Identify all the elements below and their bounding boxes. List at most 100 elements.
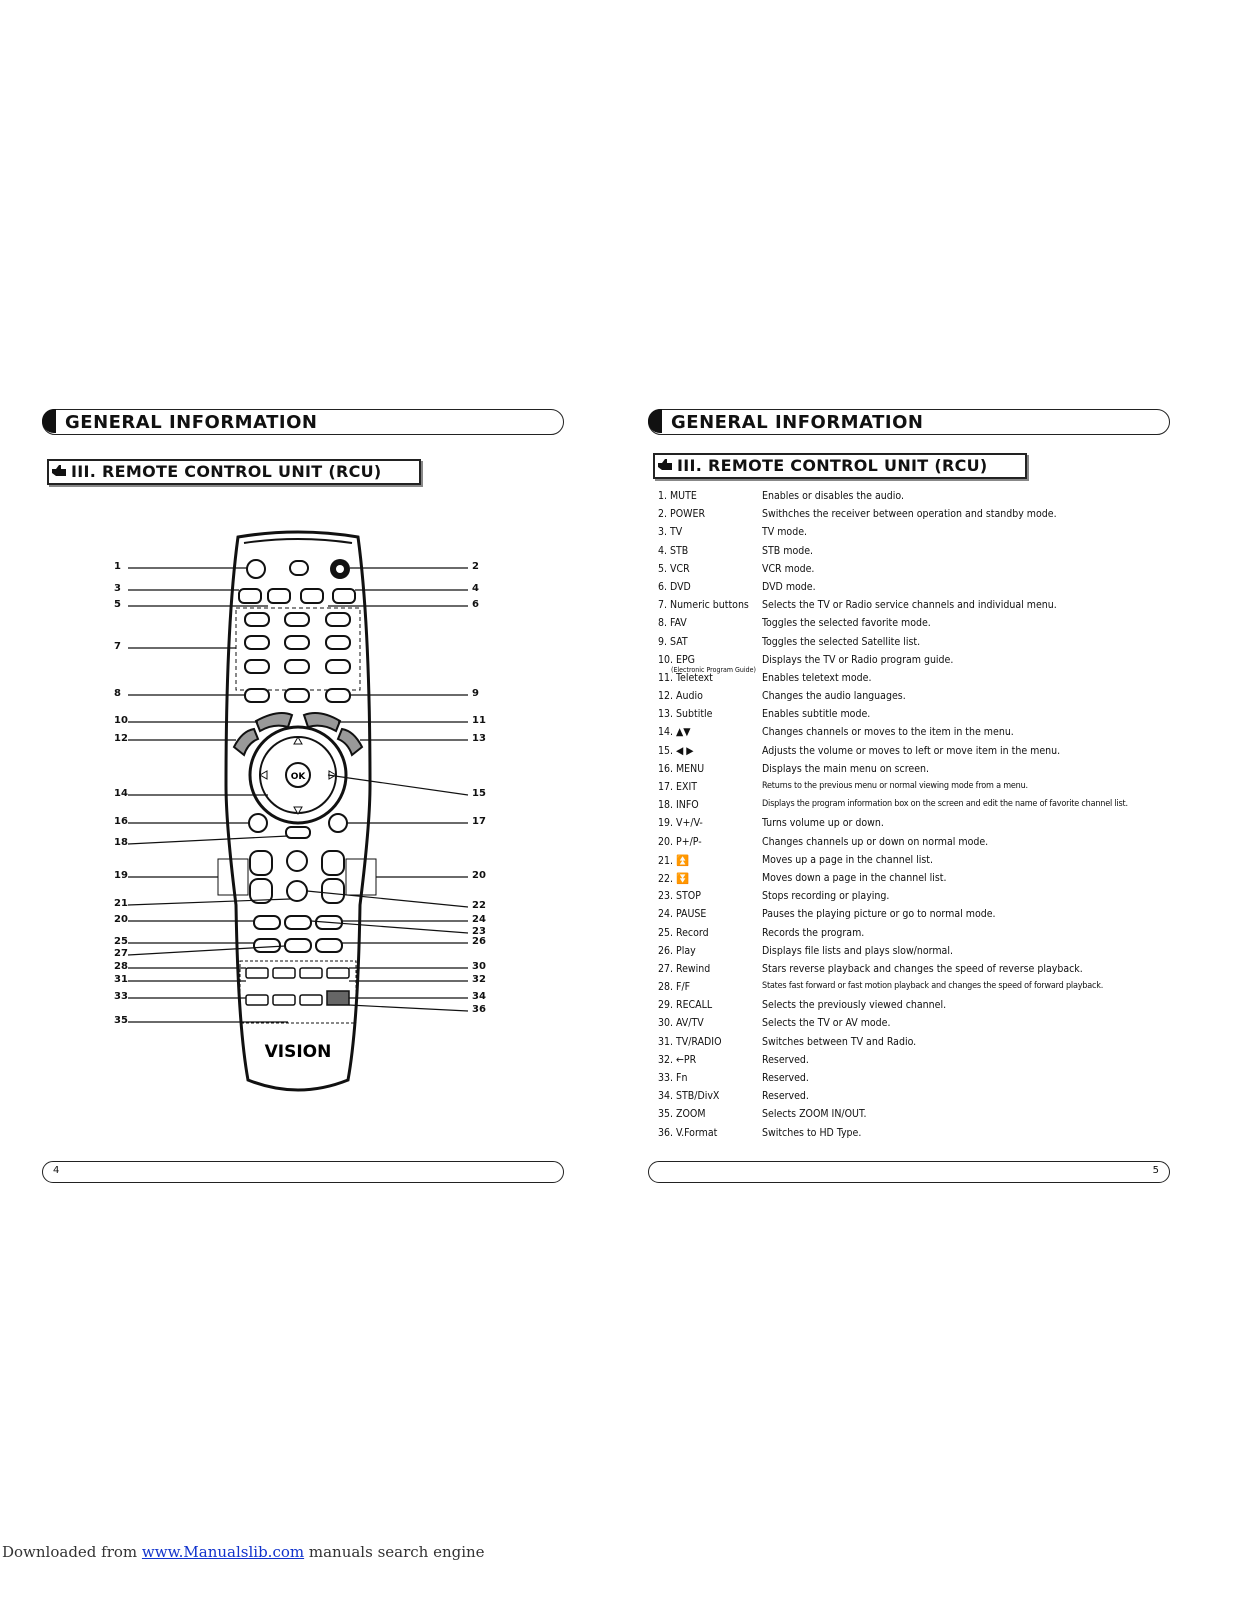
- function-list: 1. MUTE Enables or disables the audio. 2. …: [658, 490, 1178, 1145]
- callout-number: 21: [114, 898, 128, 909]
- function-description: Toggles the selected favorite mode.: [762, 617, 931, 630]
- function-key: 19. V+/V-: [658, 817, 703, 830]
- function-description: DVD mode.: [762, 580, 816, 593]
- function-description: Returns to the previous menu or normal v…: [762, 781, 1028, 791]
- hand-icon: [658, 459, 672, 470]
- function-key: 18. INFO: [658, 799, 699, 812]
- hand-icon: [52, 465, 66, 476]
- callout-number: 8: [114, 688, 121, 699]
- callout-number: 24: [472, 914, 486, 925]
- function-description: Selects the TV or Radio service channels…: [762, 599, 1057, 612]
- function-key: 14. ▲▼: [658, 726, 691, 739]
- function-key: 20. P+/P-: [658, 835, 702, 848]
- function-key: 10. EPG(Electronic Program Guide): [658, 653, 756, 674]
- function-description: Enables or disables the audio.: [762, 490, 904, 502]
- callout-number: 32: [472, 974, 486, 985]
- function-description: Selects ZOOM IN/OUT.: [762, 1108, 867, 1121]
- callout-number: 9: [472, 688, 479, 699]
- remote-brand-logo: VISION: [265, 1042, 332, 1062]
- function-key: 30. AV/TV: [658, 1017, 704, 1030]
- right-banner-title: GENERAL INFORMATION: [671, 412, 924, 433]
- svg-text:OK: OK: [291, 772, 307, 782]
- function-key: 31. TV/RADIO: [658, 1035, 722, 1048]
- function-key: 26. Play: [658, 944, 696, 957]
- callout-number: 6: [472, 599, 479, 610]
- callout-number: 12: [114, 733, 128, 744]
- function-row: 36. V.Format Switches to HD Type.: [658, 1127, 1178, 1145]
- callout-number: 31: [114, 974, 128, 985]
- remote-illustration: OK VISION: [127, 530, 469, 1092]
- download-footer: Downloaded from www.Manualslib.com manua…: [2, 1543, 485, 1561]
- function-row: 29. RECALL Selects the previously viewed …: [658, 999, 1178, 1017]
- callout-number: 15: [472, 788, 486, 799]
- function-description: Changes channels or moves to the item in…: [762, 726, 1014, 739]
- function-description: Displays the TV or Radio program guide.: [762, 653, 954, 666]
- function-description: Swithches the receiver between operation…: [762, 508, 1057, 521]
- callout-number: 33: [114, 991, 128, 1002]
- function-row: 10. EPG(Electronic Program Guide) Display…: [658, 653, 1178, 674]
- left-banner-title: GENERAL INFORMATION: [65, 412, 318, 433]
- callout-number: 23: [472, 926, 486, 937]
- callout-number: 11: [472, 715, 486, 726]
- callout-number: 19: [114, 870, 128, 881]
- callout-number: 25: [114, 936, 128, 947]
- callout-number: 2: [472, 561, 479, 572]
- function-description: Selects the previously viewed channel.: [762, 999, 947, 1012]
- function-key: 28. F/F: [658, 981, 691, 994]
- function-description: VCR mode.: [762, 562, 815, 575]
- left-section-title: III. REMOTE CONTROL UNIT (RCU): [71, 462, 382, 481]
- function-description: STB mode.: [762, 544, 814, 557]
- download-suffix: manuals search engine: [304, 1543, 485, 1561]
- banner-cap: [648, 409, 662, 433]
- function-description: Reserved.: [762, 1090, 809, 1103]
- callout-number: 4: [472, 583, 479, 594]
- function-key: 15. ◀ ▶: [658, 744, 694, 757]
- manualslib-link[interactable]: www.Manualslib.com: [141, 1543, 305, 1561]
- function-key: 35. ZOOM: [658, 1108, 706, 1121]
- function-key: 2. POWER: [658, 508, 706, 521]
- function-key: 1. MUTE: [658, 490, 697, 502]
- left-page-number: 4: [53, 1165, 60, 1176]
- callout-number: 35: [114, 1015, 128, 1026]
- function-key: 34. STB/DivX: [658, 1090, 720, 1103]
- function-note: (Electronic Program Guide): [671, 665, 756, 674]
- function-key: 29. RECALL: [658, 999, 713, 1012]
- callout-number: 27: [114, 948, 128, 959]
- left-footer: 4: [42, 1161, 564, 1183]
- function-row: 15. ◀ ▶Adjusts the volume or moves to le…: [658, 745, 1178, 763]
- function-description: Stars reverse playback and changes the s…: [762, 962, 1083, 975]
- function-row: 1. MUTE Enables or disables the audio.: [658, 490, 1178, 508]
- callout-number: 10: [114, 715, 128, 726]
- function-row: 19. V+/V-Turns volume up or down.: [658, 817, 1178, 835]
- callout-number: 20: [472, 870, 486, 881]
- function-description: States fast forward or fast motion playb…: [762, 981, 1104, 992]
- function-key: 7. Numeric buttons: [658, 599, 749, 612]
- function-key: 25. Record: [658, 926, 709, 939]
- function-key: 5. VCR: [658, 562, 690, 575]
- callout-number: 20: [114, 914, 128, 925]
- function-description: Changes channels up or down on normal mo…: [762, 835, 989, 848]
- function-key: 3. TV: [658, 526, 683, 539]
- download-prefix: Downloaded from: [2, 1543, 142, 1561]
- right-section-header: III. REMOTE CONTROL UNIT (RCU): [653, 453, 1027, 479]
- function-description: Switches to HD Type.: [762, 1126, 862, 1139]
- callout-number: 26: [472, 936, 486, 947]
- function-row: 22. ⏬Moves down a page in the channel li…: [658, 872, 1178, 890]
- function-description: Reserved.: [762, 1053, 809, 1066]
- function-row: 2. POWER Swithches the receiver between o…: [658, 508, 1178, 526]
- function-description: Displays the main menu on screen.: [762, 762, 929, 775]
- function-key: 36. V.Format: [658, 1126, 718, 1139]
- function-description: Displays file lists and plays slow/norma…: [762, 944, 953, 957]
- callout-number: 16: [114, 816, 128, 827]
- function-key: 13. Subtitle: [658, 708, 713, 721]
